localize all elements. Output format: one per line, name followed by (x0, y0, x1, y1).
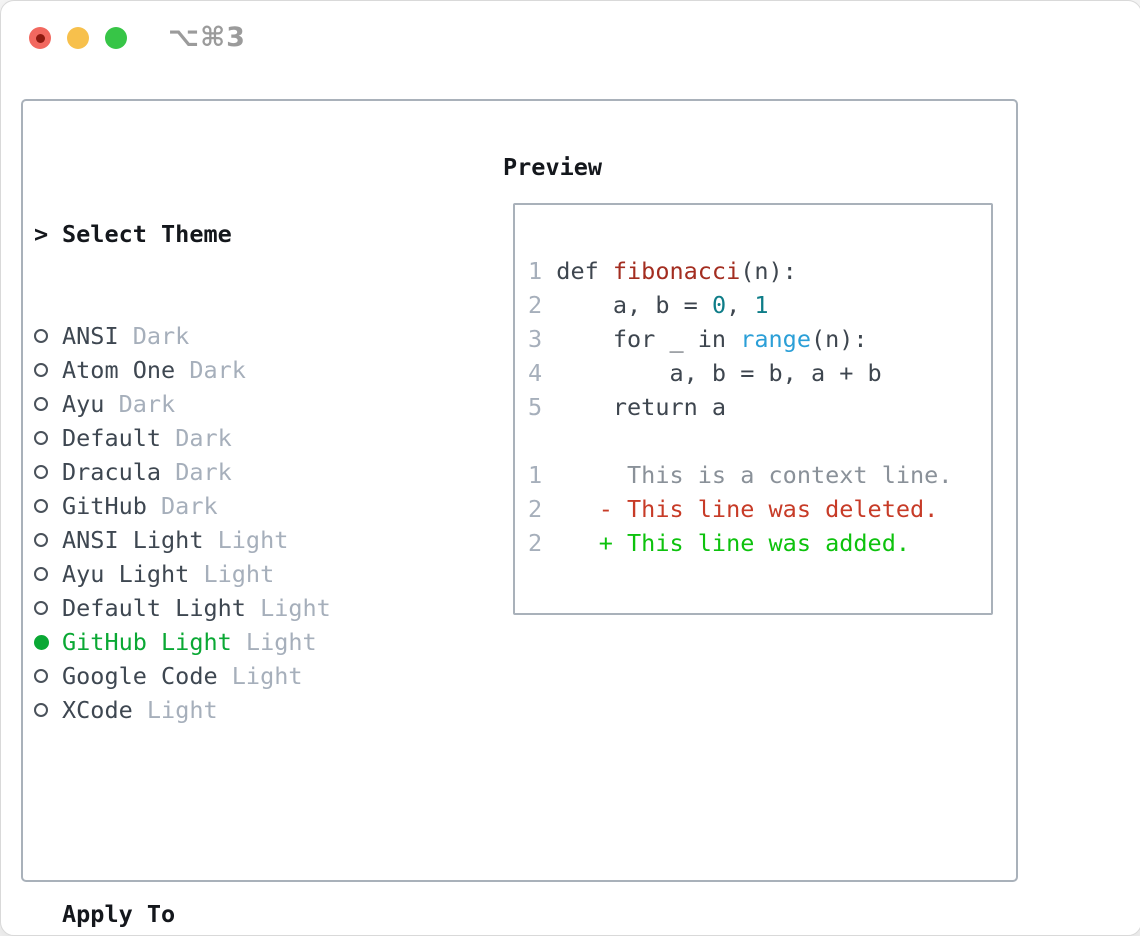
theme-variant: Dark (175, 356, 246, 384)
minimize-button[interactable] (67, 27, 89, 49)
radio-icon (34, 703, 48, 717)
theme-variant: Dark (161, 424, 232, 452)
code-line (528, 424, 952, 458)
option-label: Ayu (62, 390, 105, 418)
radio-icon (34, 669, 48, 683)
theme-variant: Dark (146, 492, 218, 520)
option-label: Dracula (62, 458, 162, 486)
code-segment-code: a, b = b, a + b (556, 359, 882, 387)
option-label: GitHub Light (62, 628, 232, 656)
radio-icon (34, 329, 48, 343)
code-segment-added: + This line was added. (556, 529, 911, 557)
apply-to-title: Apply To (62, 900, 176, 928)
theme-option-xcode[interactable]: XCode Light (34, 693, 430, 727)
theme-option-ayu[interactable]: Ayu Dark (34, 387, 430, 421)
radio-icon (34, 465, 48, 479)
theme-variant: Light (189, 560, 275, 588)
preview-title: Preview (503, 153, 603, 181)
option-label: Google Code (62, 662, 218, 690)
code-segment-code: (n): (740, 257, 797, 285)
theme-option-github-light[interactable]: GitHub Light Light (34, 625, 430, 659)
code-line: 5 return a (528, 390, 952, 424)
radio-icon (34, 601, 48, 615)
line-number: 3 (528, 325, 557, 353)
theme-option-ayu-light[interactable]: Ayu Light Light (34, 557, 430, 591)
option-label: Default Light (62, 594, 246, 622)
close-button[interactable] (29, 27, 51, 49)
option-label: ANSI (62, 322, 119, 350)
code-segment-number: 1 (754, 291, 769, 319)
code-line: 1 def fibonacci(n): (528, 254, 952, 288)
radio-icon (34, 431, 48, 445)
zoom-button[interactable] (105, 27, 127, 49)
line-number: 5 (528, 393, 557, 421)
theme-variant: Light (203, 526, 289, 554)
option-label: Atom One (62, 356, 176, 384)
theme-option-default[interactable]: Default Dark (34, 421, 430, 455)
option-label: Default (62, 424, 162, 452)
theme-list-title: Select Theme (62, 220, 232, 248)
code-segment-code: for _ in (556, 325, 741, 353)
radio-icon (34, 363, 48, 377)
line-number: 2 (528, 529, 557, 557)
option-label: XCode (62, 696, 133, 724)
theme-option-default-light[interactable]: Default Light Light (34, 591, 430, 625)
theme-option-dracula[interactable]: Dracula Dark (34, 455, 430, 489)
code-segment-code: def (556, 257, 613, 285)
theme-list-header: > Select Theme (34, 217, 430, 251)
apply-to-header: Apply To (34, 897, 430, 931)
option-label: ANSI Light (62, 526, 204, 554)
titlebar: ⌥⌘3 (1, 1, 1140, 76)
theme-variant: Light (132, 696, 218, 724)
theme-option-github[interactable]: GitHub Dark (34, 489, 430, 523)
code-segment-deleted: - This line was deleted. (556, 495, 939, 523)
window-title: ⌥⌘3 (168, 22, 246, 53)
code-segment-context: This is a context line. (556, 461, 953, 489)
code-segment-builtin: range (740, 325, 811, 353)
code-line: 3 for _ in range(n): (528, 322, 952, 356)
theme-variant: Dark (161, 458, 232, 486)
theme-option-google-code[interactable]: Google Code Light (34, 659, 430, 693)
radio-icon (34, 533, 48, 547)
radio-icon (34, 397, 48, 411)
option-label: GitHub (62, 492, 147, 520)
code-segment-code: return a (556, 393, 727, 421)
code-segment-number: 0 (711, 291, 727, 319)
code-line: 2 a, b = 0, 1 (528, 288, 952, 322)
code-line: 1 This is a context line. (528, 458, 952, 492)
theme-variant: Dark (118, 322, 190, 350)
line-number: 1 (528, 257, 557, 285)
code-segment-function: fibonacci (612, 257, 741, 285)
code-line: 2 + This line was added. (528, 526, 952, 560)
radio-icon (34, 634, 49, 650)
line-number: 2 (528, 291, 557, 319)
radio-icon (34, 567, 48, 581)
theme-variant: Light (231, 628, 317, 656)
cursor-icon: > (34, 220, 49, 248)
theme-variant: Dark (104, 390, 176, 418)
theme-variant: Light (217, 662, 303, 690)
code-segment-code: , (726, 291, 755, 319)
code-segment-code: a, b = (556, 291, 712, 319)
line-number: 2 (528, 495, 557, 523)
close-dot-icon (35, 33, 45, 43)
theme-option-atom-one[interactable]: Atom One Dark (34, 353, 430, 387)
spacer (34, 795, 430, 829)
line-number: 4 (528, 359, 557, 387)
line-number: 1 (528, 461, 557, 489)
radio-icon (34, 499, 48, 513)
code-line: 2 - This line was deleted. (528, 492, 952, 526)
theme-option-ansi-light[interactable]: ANSI Light Light (34, 523, 430, 557)
code-line: 4 a, b = b, a + b (528, 356, 952, 390)
code-segment-code: (n): (810, 325, 868, 353)
theme-option-ansi[interactable]: ANSI Dark (34, 319, 430, 353)
theme-variant: Light (245, 594, 331, 622)
option-label: Ayu Light (62, 560, 190, 588)
